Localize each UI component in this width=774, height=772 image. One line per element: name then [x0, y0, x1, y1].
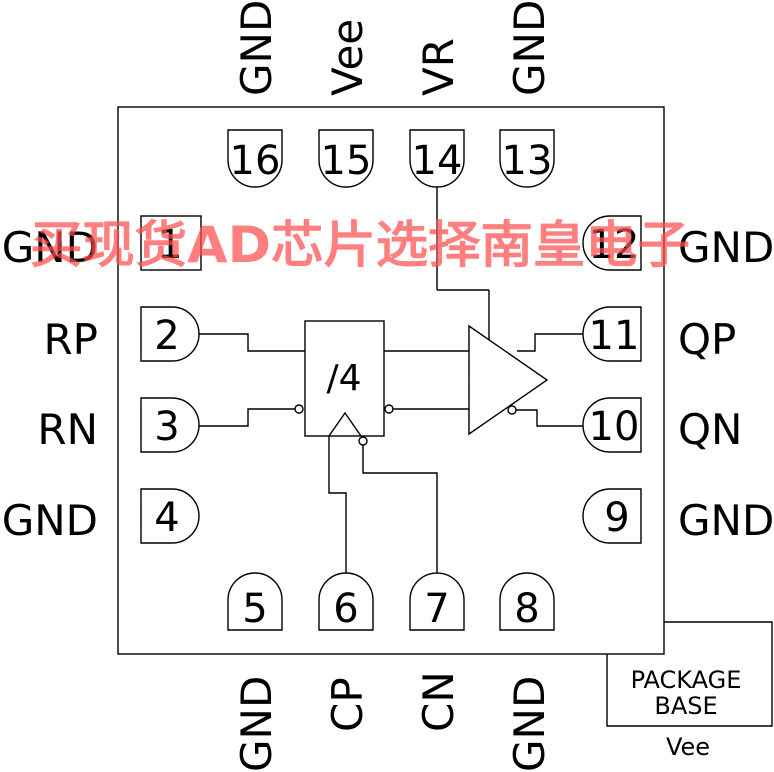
pin-6: 6: [318, 572, 374, 632]
pin-number: 9: [604, 495, 629, 541]
divider-block: /4: [294, 320, 394, 446]
pin-name-13: GND: [505, 0, 554, 96]
pin-14: 14: [409, 129, 465, 188]
pin-number: 8: [514, 586, 539, 632]
pin-3: 3: [140, 397, 200, 453]
package-base-outline: [606, 621, 773, 727]
pin-number: 11: [589, 313, 640, 359]
pin-13: 13: [499, 129, 555, 188]
pin-10: 10: [582, 397, 642, 453]
pin-name-3: RN: [37, 405, 98, 454]
pin-name-5: GND: [232, 676, 281, 772]
pin-number: 6: [333, 586, 358, 632]
pin-number: 15: [321, 138, 372, 184]
pin-number: 16: [230, 138, 281, 184]
pin-number: 1: [157, 222, 182, 268]
pin-number: 10: [589, 404, 640, 450]
pin-name-11: QP: [678, 315, 736, 364]
pin-12: 12: [582, 215, 642, 271]
pin-2: 2: [140, 306, 200, 362]
pin-5: 5: [227, 572, 283, 632]
inverted-input-bubble: [294, 404, 304, 414]
package-base-net: Vee: [666, 733, 710, 761]
pin-name-8: GND: [505, 676, 554, 772]
package-base-line2: BASE: [654, 692, 717, 720]
wires: [199, 187, 583, 573]
watermark: 买现货AD芯片选择南皇电子: [30, 216, 690, 274]
pin-number: 4: [154, 495, 179, 541]
pin-name-16: GND: [232, 0, 281, 96]
pin-number: 3: [154, 404, 179, 450]
pin-name-15: Vee: [323, 19, 372, 96]
pin-number: 5: [242, 586, 267, 632]
inverted-output-bubble: [384, 404, 394, 414]
pin-name-12: GND: [678, 223, 774, 272]
package-base-line1: PACKAGE: [631, 666, 742, 694]
pin-11: 11: [582, 306, 642, 362]
pin-name-10: QN: [678, 405, 742, 454]
pin-number: 13: [502, 138, 553, 184]
divider-label: /4: [326, 358, 361, 399]
pin-7: 7: [409, 572, 465, 632]
pin-number: 14: [412, 138, 463, 184]
pin-1: 1: [140, 215, 202, 271]
pin-name-1: GND: [2, 223, 98, 272]
package-outline: [117, 106, 665, 655]
pin-16: 16: [227, 129, 283, 188]
clock-input-triangle: [328, 411, 362, 437]
pin-number: 2: [154, 313, 179, 359]
pin-name-4: GND: [2, 496, 98, 545]
pin-9: 9: [582, 488, 642, 544]
pin-8: 8: [499, 572, 555, 632]
pin-15: 15: [318, 129, 374, 188]
pin-number: 7: [424, 586, 449, 632]
pin-name-7: CN: [414, 671, 463, 732]
pin-name-2: RP: [43, 315, 98, 364]
pin-number: 12: [589, 222, 640, 268]
buffer-inverted-bubble: [507, 405, 517, 415]
pin-name-6: CP: [323, 677, 372, 732]
pin-name-14: VR: [414, 38, 463, 96]
pin-4: 4: [140, 488, 200, 544]
inverted-clock-bubble: [358, 436, 368, 446]
pin-name-9: GND: [678, 496, 774, 545]
